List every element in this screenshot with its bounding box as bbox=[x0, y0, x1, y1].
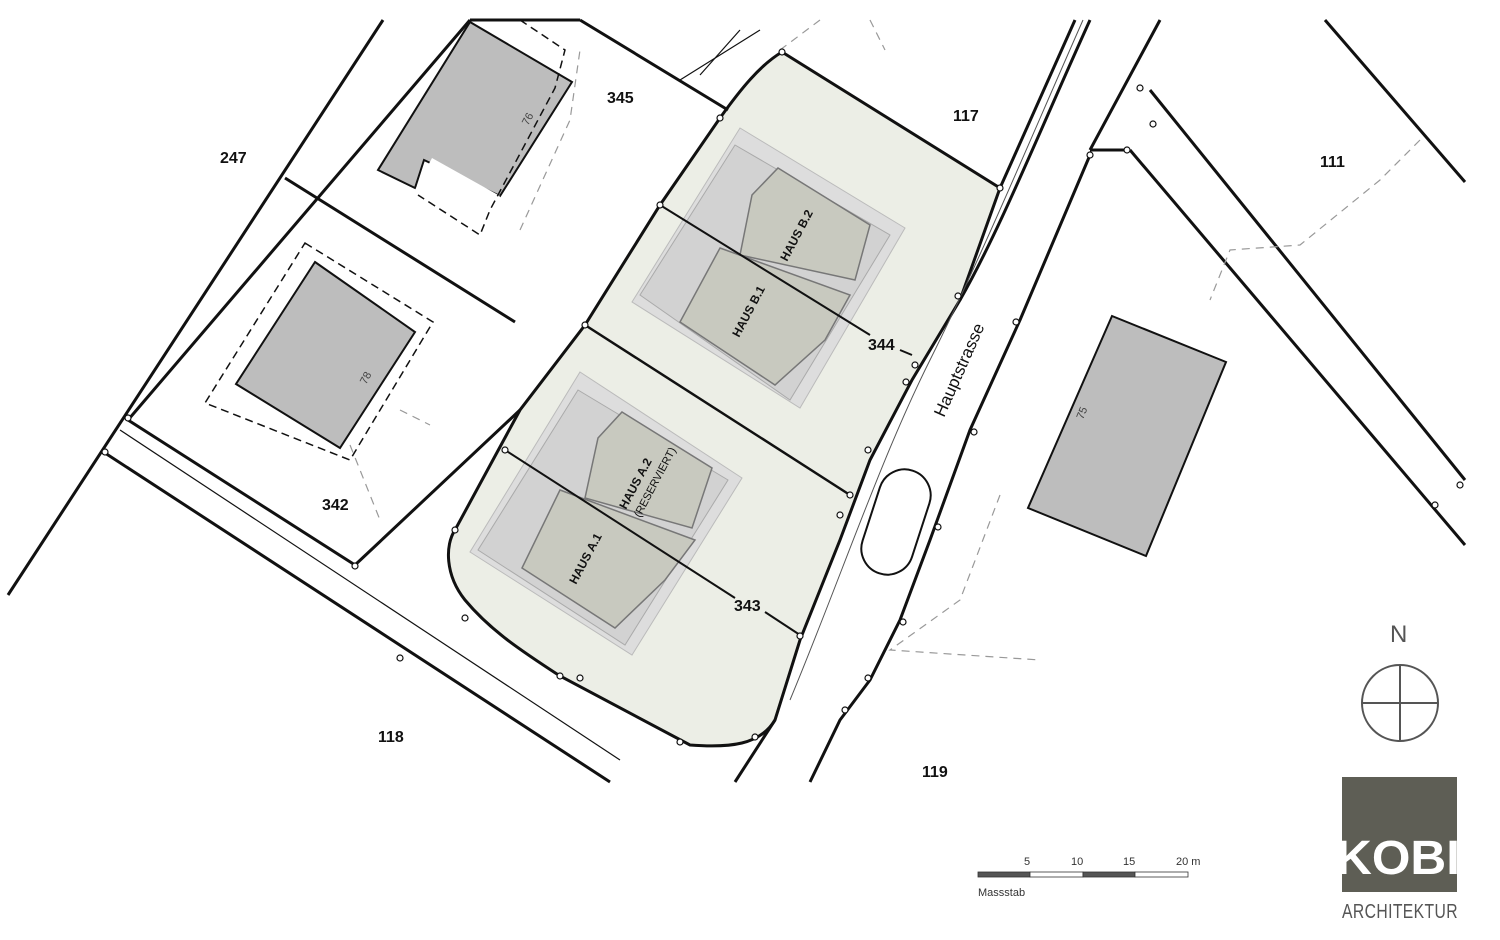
parcel-label-119: 119 bbox=[922, 764, 948, 781]
scale-tick-15: 15 bbox=[1123, 856, 1135, 868]
parcel-label-111: 111 bbox=[1320, 154, 1345, 171]
north-label: N bbox=[1390, 621, 1407, 648]
house-b2 bbox=[739, 167, 871, 281]
road-edges-thin bbox=[789, 19, 1084, 701]
north-arrow-icon bbox=[1361, 664, 1439, 742]
logo-name: KOBI bbox=[1336, 832, 1460, 885]
parcel-line bbox=[659, 204, 871, 336]
traffic-island bbox=[860, 468, 932, 576]
parcel-label-118: 118 bbox=[378, 729, 404, 746]
house-a1 bbox=[521, 489, 697, 629]
right-boundaries bbox=[1088, 19, 1467, 546]
dashed-outlines bbox=[349, 19, 1421, 661]
house-a2 bbox=[584, 411, 713, 529]
scale-tick-20: 20 m bbox=[1176, 856, 1200, 868]
neighbour-boundaries bbox=[6, 18, 729, 784]
building-76-notch bbox=[415, 158, 500, 202]
parcel-label-343: 343 bbox=[734, 598, 761, 615]
parcel-label-342: 342 bbox=[322, 497, 349, 514]
scale-tick-5: 5 bbox=[1024, 856, 1030, 868]
building-number-76: 76 bbox=[520, 111, 536, 127]
building-number-75: 75 bbox=[1075, 405, 1091, 421]
parcel-label-345: 345 bbox=[607, 90, 634, 107]
neighbour-thin bbox=[119, 29, 761, 761]
building-number-78: 78 bbox=[358, 370, 374, 386]
survey-points bbox=[101, 48, 1464, 746]
scale-bar bbox=[977, 871, 1189, 878]
logo-block bbox=[1342, 777, 1457, 892]
logo-subtitle: ARCHITEKTUR bbox=[1342, 901, 1458, 923]
building-75 bbox=[1026, 314, 1228, 558]
parcel-line bbox=[899, 349, 913, 356]
house-b1 bbox=[679, 247, 852, 386]
parcel-line bbox=[764, 611, 801, 636]
scale-tick-10: 10 bbox=[1071, 856, 1083, 868]
parcel-label-117: 117 bbox=[953, 108, 979, 125]
parcel-line bbox=[584, 323, 851, 497]
building-76 bbox=[376, 20, 574, 198]
parcel-label-344: 344 bbox=[868, 337, 895, 354]
parcel-line bbox=[504, 449, 736, 599]
scale-label: Massstab bbox=[978, 887, 1025, 899]
building-78 bbox=[234, 260, 417, 450]
parcel-label-247: 247 bbox=[220, 150, 247, 167]
building-76-dashed bbox=[417, 19, 566, 237]
